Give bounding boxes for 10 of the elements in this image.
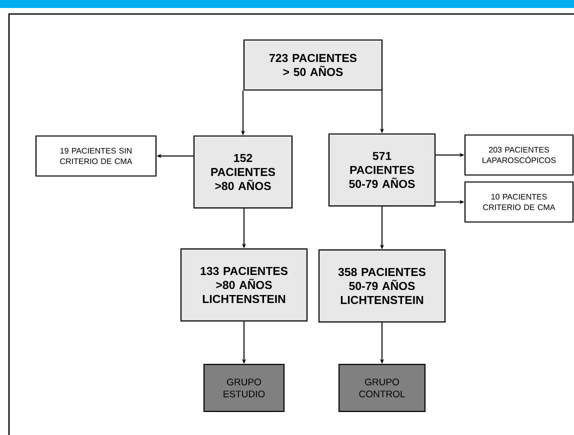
process-box: 133 PACIENTES >80 AÑOS LICHTENSTEIN bbox=[180, 248, 308, 322]
process-box: 723 PACIENTES > 50 AÑOS bbox=[243, 39, 383, 91]
process-box: 358 PACIENTES 50-79 AÑOS LICHTENSTEIN bbox=[318, 249, 446, 323]
exclusion-box: 19 PACIENTES SIN CRITERIO DE CMA bbox=[35, 135, 157, 177]
exclusion-box: 10 PACIENTES CRITERIO DE CMA bbox=[464, 181, 574, 223]
exclusion-box: 203 PACIENTES LAPAROSCÓPICOS bbox=[464, 134, 574, 176]
group-box: GRUPO CONTROL bbox=[338, 364, 426, 412]
group-box: GRUPO ESTUDIO bbox=[203, 364, 285, 412]
process-box: 571 PACIENTES 50-79 AÑOS bbox=[328, 133, 436, 207]
process-box: 152 PACIENTES >80 AÑOS bbox=[193, 135, 293, 209]
